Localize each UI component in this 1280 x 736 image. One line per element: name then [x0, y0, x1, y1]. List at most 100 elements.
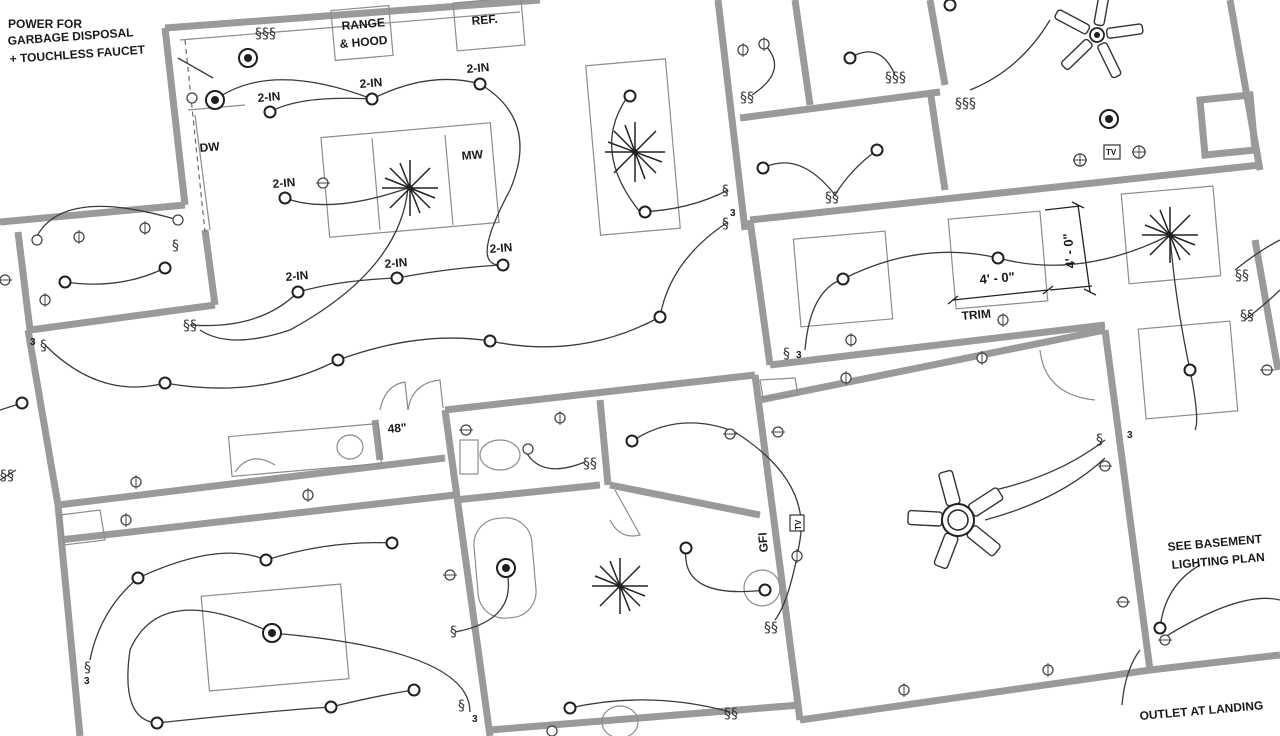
- outlet-icon: [1116, 596, 1130, 608]
- ceiling-fan-icon: [907, 469, 1004, 570]
- dw-label: DW: [199, 139, 221, 155]
- switch-icon: §§: [740, 90, 754, 106]
- three-way-count: 3: [84, 676, 90, 687]
- recessed-lights: [15, 0, 1197, 730]
- range-label-line1: RANGE: [341, 15, 385, 33]
- switches: §§§ § §§ § §§ § § §§ §§ §§ § § § § §§ §§…: [0, 26, 1254, 722]
- recessed-light-icon: [263, 105, 277, 119]
- ceiling-fans: [907, 0, 1144, 570]
- switch-icon: §: [783, 346, 790, 362]
- switch-icon: §: [1096, 432, 1103, 448]
- outlet-icon: [771, 426, 785, 438]
- range-label-line2: & HOOD: [339, 33, 388, 51]
- outlet-icon: [1260, 364, 1274, 376]
- recessed-light-icon: [259, 553, 273, 567]
- recessed-light-icon: [58, 275, 72, 289]
- chandelier-icon: [592, 558, 648, 614]
- outlet-icon: [997, 313, 1009, 327]
- switch-icon: §§: [825, 190, 839, 206]
- three-way-count: 3: [796, 350, 802, 361]
- recessed-light-icon: [991, 251, 1005, 265]
- svg-text:TV: TV: [1106, 148, 1117, 157]
- trim-label: TRIM: [961, 306, 991, 323]
- outlet-icon: [522, 443, 534, 455]
- recessed-light-icon: [131, 571, 145, 585]
- pendant-light-icon: [205, 90, 225, 110]
- ref-label: REF.: [471, 12, 498, 28]
- outlet-icon: [316, 177, 330, 189]
- chandelier-icon: [605, 122, 665, 182]
- outlet-icon: [737, 43, 749, 57]
- pendant-light-icon: [1099, 109, 1119, 129]
- switch-icon: §: [84, 660, 91, 676]
- cabinetry: [59, 0, 1239, 736]
- switch-icon: §§: [724, 706, 738, 722]
- recessed-light-icon: [638, 205, 652, 219]
- recessed-light-icon: [407, 683, 421, 697]
- outlet-icon: [898, 683, 910, 697]
- recessed-light-icon: [623, 89, 637, 103]
- recessed-light-icon: [843, 51, 857, 65]
- outlet-icon: [73, 230, 85, 244]
- outlets: [0, 37, 1274, 736]
- gfi-label: GFI: [755, 532, 771, 553]
- outlet-icon: [130, 475, 142, 489]
- outlet-icon: [791, 549, 803, 563]
- outlet-icon: [1158, 634, 1172, 646]
- switch-icon: §: [722, 216, 729, 232]
- recessed-light-icon: [870, 143, 884, 157]
- recessed-light-icon: [365, 92, 379, 106]
- mw-label: MW: [461, 147, 484, 163]
- pendant-light-icon: [496, 558, 516, 578]
- outlet-icon: [459, 424, 473, 436]
- recessed-light-icon: [385, 536, 399, 550]
- chandelier-icon: [1142, 207, 1198, 263]
- circuit-tag: 2-IN: [384, 255, 408, 271]
- recessed-light-icon: [150, 716, 164, 730]
- recessed-light-icon: [563, 701, 577, 715]
- switch-icon: §: [458, 698, 465, 714]
- svg-text:TV: TV: [794, 519, 803, 530]
- recessed-light-icon: [331, 353, 345, 367]
- recessed-light-icon: [473, 77, 487, 91]
- recessed-light-icon: [324, 700, 338, 714]
- circuit-tag: 2-IN: [489, 240, 513, 256]
- switch-icon: §§: [1235, 268, 1249, 284]
- outlet-icon: [186, 92, 198, 104]
- circuit-tag: 2-IN: [272, 175, 296, 191]
- outlet-icon: [840, 371, 852, 385]
- switch-icon: §§: [0, 468, 14, 484]
- recessed-light-icon: [158, 376, 172, 390]
- pendant-light-icon: [262, 623, 282, 643]
- recessed-light-icon: [653, 310, 667, 324]
- outlet-icon: [172, 214, 184, 226]
- recessed-light-icon: [836, 272, 850, 286]
- outlet-icon: [39, 293, 51, 307]
- outlet-icon: [976, 351, 988, 365]
- outlet-icon: [758, 37, 770, 51]
- recessed-light-icon: [756, 161, 770, 175]
- recessed-light-icon: [158, 261, 172, 275]
- recessed-light-icon: [291, 285, 305, 299]
- switch-icon: §: [450, 624, 457, 640]
- recessed-light-icon: [943, 0, 957, 12]
- circuit-wiring: [0, 19, 1280, 724]
- tv-outlet-icon: TV: [1103, 144, 1121, 160]
- opening-48-label: 48": [387, 420, 407, 436]
- outlet-icon: [1098, 460, 1112, 472]
- switch-icon: §§: [1240, 308, 1254, 324]
- switch-icon: §: [172, 238, 179, 254]
- circuit-tag: 2-IN: [466, 60, 490, 76]
- outlet-icon: [443, 569, 457, 581]
- three-way-count: 3: [472, 714, 478, 725]
- switch-icon: §§§: [255, 26, 276, 42]
- three-way-count: 3: [30, 337, 36, 348]
- recessed-light-icon: [625, 434, 639, 448]
- switch-icon: §: [722, 183, 729, 199]
- three-way-count: 3: [1127, 430, 1133, 441]
- outlet-icon: [120, 513, 132, 527]
- three-way-count: 3: [730, 208, 736, 219]
- outlet-icon: [546, 725, 558, 736]
